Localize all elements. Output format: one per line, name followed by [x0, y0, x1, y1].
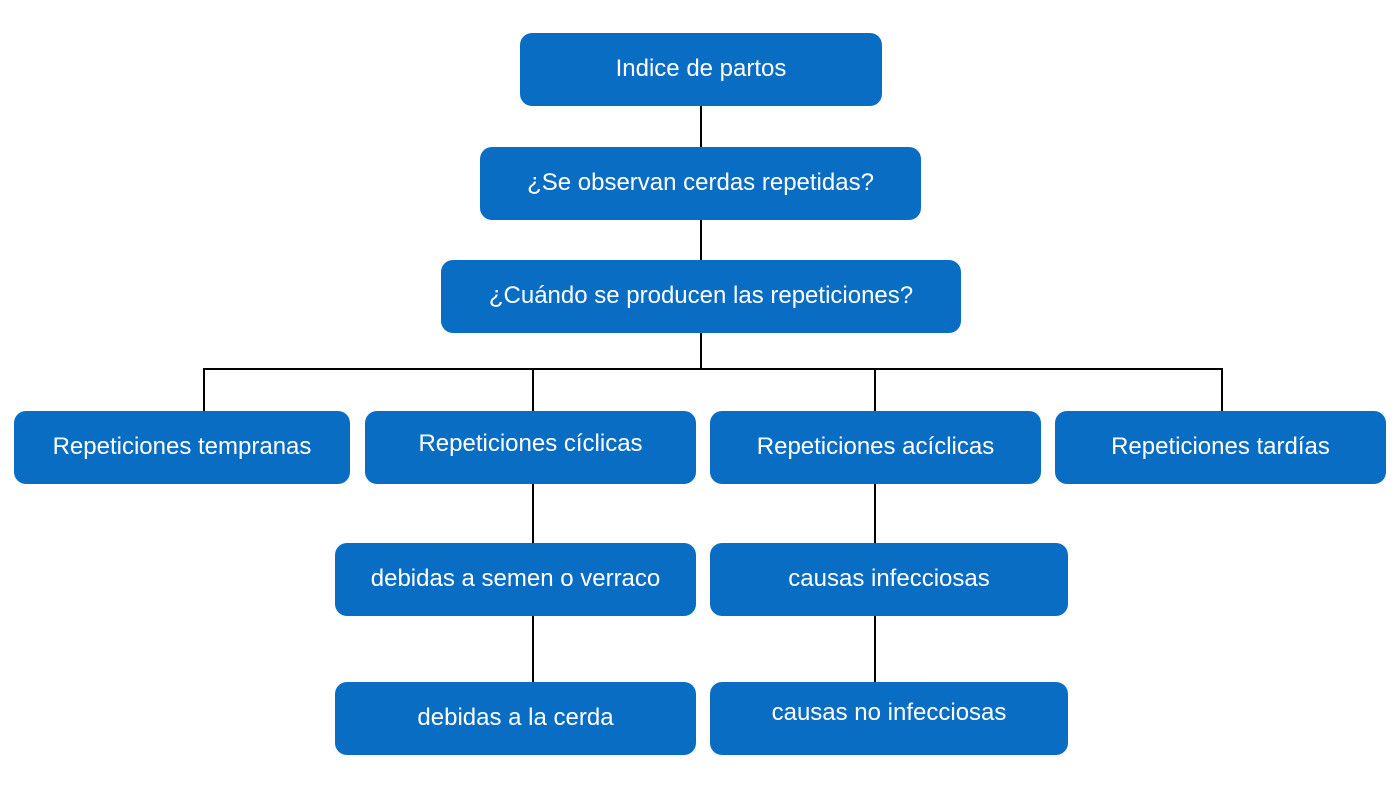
node-debidas-a-la-cerda: debidas a la cerda	[335, 682, 696, 755]
node-causas-no-infecciosas: causas no infecciosas	[710, 682, 1068, 755]
connector-cuando-stem	[700, 333, 702, 369]
connector-drop-tempranas	[203, 368, 205, 411]
connector-drop-ciclicas	[532, 368, 534, 411]
node-repeticiones-aciclicas: Repeticiones acíclicas	[710, 411, 1041, 484]
node-repeticiones-ciclicas: Repeticiones cíclicas	[365, 411, 696, 484]
connector-drop-aciclicas	[874, 368, 876, 411]
connector-infecciosas-noinfecciosas	[874, 616, 876, 682]
connector-drop-tardias	[1221, 368, 1223, 411]
connector-ciclicas-semen	[532, 484, 534, 543]
node-repeticiones-tempranas: Repeticiones tempranas	[14, 411, 350, 484]
node-causas-infecciosas: causas infecciosas	[710, 543, 1068, 616]
node-debidas-semen-verraco: debidas a semen o verraco	[335, 543, 696, 616]
node-cuando-se-producen: ¿Cuándo se producen las repeticiones?	[441, 260, 961, 333]
connector-aciclicas-infecciosas	[874, 484, 876, 543]
connector-semen-cerda	[532, 616, 534, 682]
node-indice-de-partos: Indice de partos	[520, 33, 882, 106]
connector-observan-cuando	[700, 220, 702, 260]
connector-branch-bar	[203, 368, 1223, 370]
node-se-observan-cerdas: ¿Se observan cerdas repetidas?	[480, 147, 921, 220]
node-repeticiones-tardias: Repeticiones tardías	[1055, 411, 1386, 484]
connector-indice-observan	[700, 106, 702, 147]
